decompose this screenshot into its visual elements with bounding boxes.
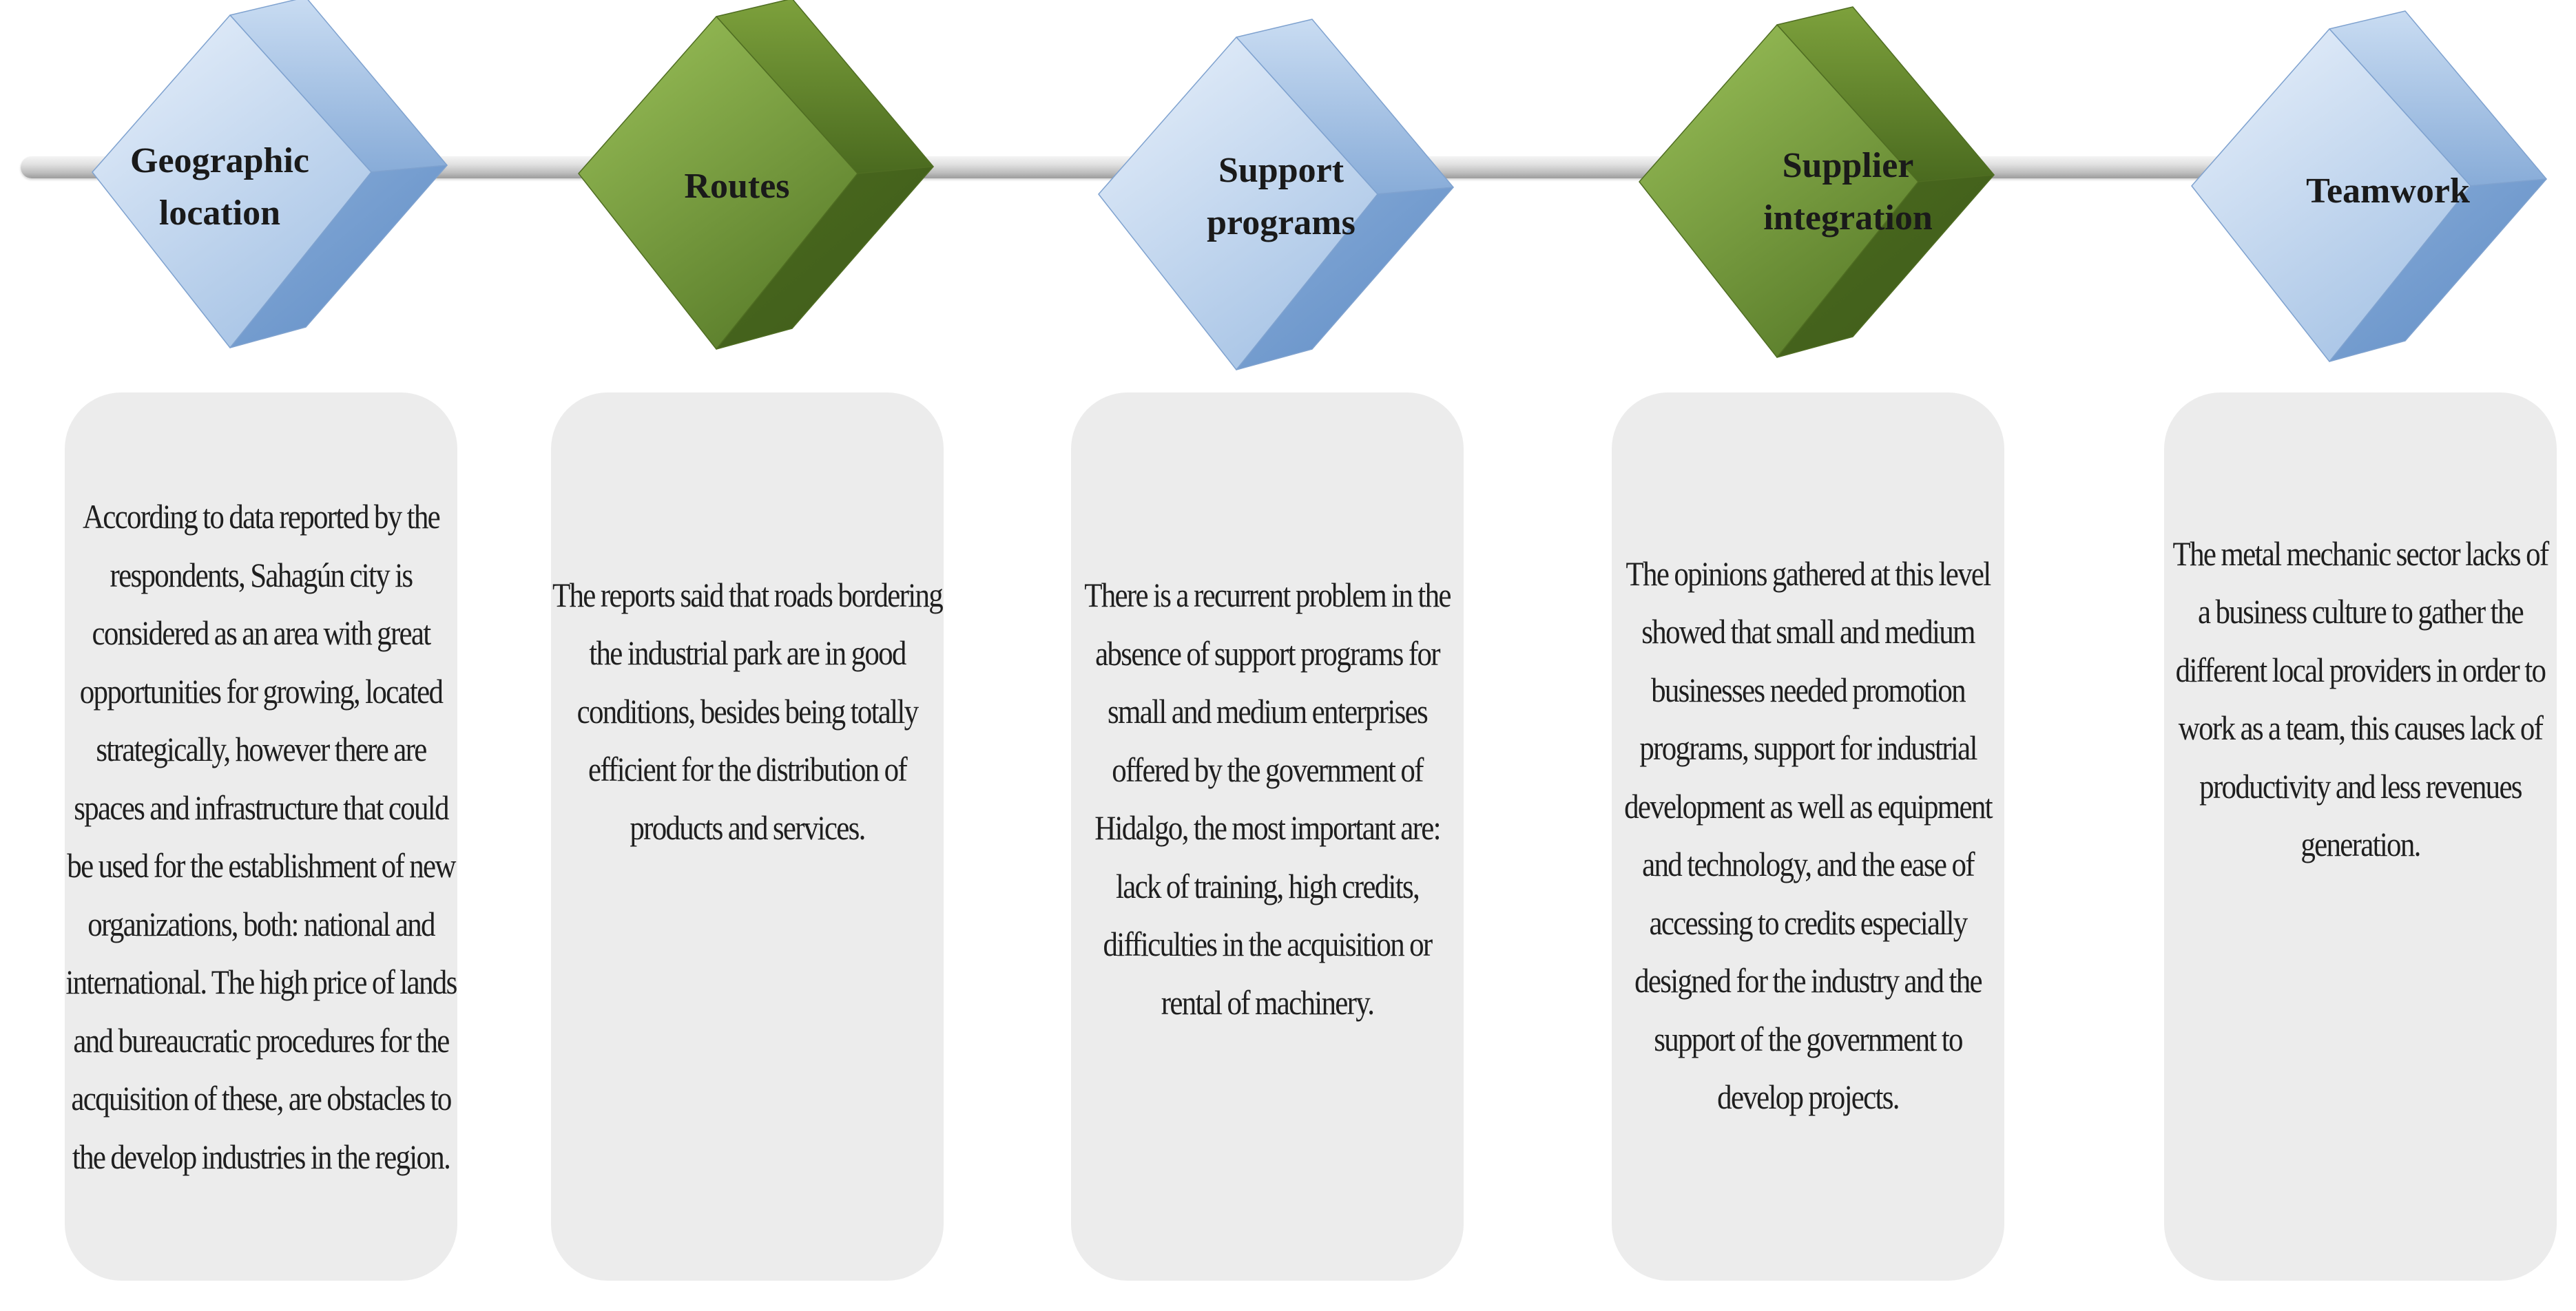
description-card-geographic-location: According to data reported by the respon…: [65, 392, 457, 1281]
diamond-shape-support-programs: [1098, 19, 1454, 370]
stage-title-support-programs: Support programs: [1207, 151, 1355, 242]
stage-title-teamwork: Teamwork: [2306, 171, 2470, 211]
stage-title-geographic-location: Geographic location: [130, 141, 309, 233]
description-card-support-programs: There is a recurrent problem in the abse…: [1071, 392, 1464, 1281]
diamond-front-face: [578, 16, 858, 350]
stage-geographic-location: Geographic location According to data re…: [65, 0, 464, 1311]
description-card-routes: The reports said that roads bordering th…: [551, 392, 944, 1281]
stage-title-routes: Routes: [684, 167, 790, 206]
stage-title-supplier-integration: Supplier integration: [1763, 146, 1933, 238]
diamond-shape-supplier-integration: [1639, 6, 1995, 358]
stage-teamwork: Teamwork The metal mechanic sector lacks…: [2164, 0, 2564, 1311]
description-text-support-programs: There is a recurrent problem in the abse…: [1084, 576, 1451, 1022]
diamond-shape-geographic-location: [92, 0, 448, 348]
stage-support-programs: Support programs There is a recurrent pr…: [1071, 0, 1471, 1311]
diamond-shape-routes: [578, 0, 934, 350]
diamond-front-face: [1639, 24, 1919, 358]
diamond-front-face: [92, 14, 372, 348]
description-text-geographic-location: According to data reported by the respon…: [65, 497, 457, 1176]
description-card-teamwork: The metal mechanic sector lacks of a bus…: [2164, 392, 2557, 1281]
diamond-front-face: [1098, 36, 1378, 370]
stage-supplier-integration: Supplier integration The opinions gather…: [1612, 0, 2011, 1311]
description-card-supplier-integration: The opinions gathered at this level show…: [1612, 392, 2004, 1281]
diamond-shape-teamwork: [2191, 10, 2547, 362]
description-text-routes: The reports said that roads bordering th…: [552, 575, 944, 847]
description-text-supplier-integration: The opinions gathered at this level show…: [1624, 554, 1993, 1117]
stage-routes: Routes The reports said that roads borde…: [551, 0, 951, 1311]
diamond-front-face: [2191, 28, 2471, 362]
description-text-teamwork: The metal mechanic sector lacks of a bus…: [2172, 534, 2550, 864]
